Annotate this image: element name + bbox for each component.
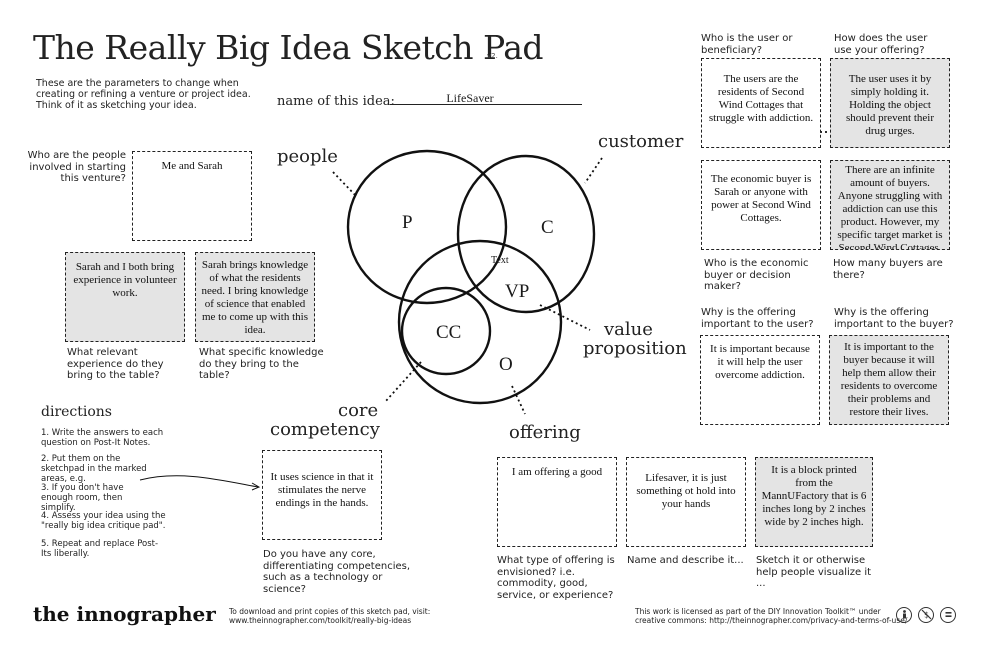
direction-item: 2. Put them on the sketchpad in the mark… [41, 454, 147, 484]
venn-c-label: C [541, 217, 554, 238]
direction-item: 1. Write the answers to each question on… [41, 428, 164, 448]
offering-leader-line [511, 385, 526, 415]
offering-name-question: Name and describe it... [627, 555, 744, 566]
attribution-icon [896, 607, 912, 623]
innographer-logo: the innographer [33, 602, 216, 626]
vp-leader-line [539, 304, 591, 331]
core-label-line1: core [338, 400, 379, 421]
customer-circle [456, 154, 596, 314]
direction-item: 3. If you don't have enough room, then s… [41, 483, 124, 513]
offering-sketch-question: Sketch it or otherwise help people visua… [756, 555, 872, 589]
buyer-count-note[interactable]: There are an infinite amount of buyers. … [830, 160, 950, 250]
buyer-question: Who is the economic buyer or decision ma… [704, 258, 809, 292]
vp-buyer-question: Why is the offering important to the buy… [834, 307, 954, 330]
idea-name-underline [390, 104, 582, 105]
directions-heading: directions [41, 404, 112, 420]
value-label-line1: value [604, 319, 653, 340]
vp-user-question: Why is the offering important to the use… [701, 307, 814, 330]
page-title: The Really Big Idea Sketch Pad [33, 28, 544, 67]
cc-leader-line [384, 361, 422, 403]
license-line-1: This work is licensed as part of the DIY… [635, 607, 881, 616]
intro-text: These are the parameters to change when … [36, 78, 251, 111]
direction-item: 5. Repeat and replace Post-Its liberally… [41, 539, 159, 559]
venn-p-label: P [402, 212, 413, 233]
version-label: v2. [487, 52, 498, 60]
value-label-line2: proposition [583, 338, 687, 359]
knowledge-question: What specific knowledge do they bring to… [199, 347, 324, 381]
venn-vp-label: VP [505, 281, 530, 302]
direction-item: 4. Assess your idea using the "really bi… [41, 511, 166, 531]
people-answer-note[interactable]: Me and Sarah [132, 151, 252, 241]
buyer-count-question: How many buyers are there? [833, 258, 943, 281]
experience-answer-note[interactable]: Sarah and I both bring experience in vol… [65, 252, 185, 342]
offering-type-note[interactable]: I am offering a good [497, 457, 617, 547]
venn-o-label: O [499, 354, 513, 375]
venn-text-marker: Text [491, 255, 509, 266]
buyer-answer-note[interactable]: The economic buyer is Sarah or anyone wi… [701, 160, 821, 250]
offering-type-question: What type of offering is envisioned? i.e… [497, 555, 615, 601]
download-link[interactable]: www.theinnographer.com/toolkit/really-bi… [229, 616, 412, 625]
idea-name-value[interactable]: LifeSaver [446, 91, 494, 105]
license-link[interactable]: creative commons: http://theinnographer.… [635, 616, 908, 625]
knowledge-answer-note[interactable]: Sarah brings knowledge of what the resid… [195, 252, 315, 342]
download-line-1: To download and print copies of this ske… [229, 607, 431, 616]
usage-answer-note[interactable]: The user uses it by simply holding it. H… [830, 58, 950, 148]
customer-label: customer [598, 131, 684, 152]
venn-cc-label: CC [436, 322, 462, 343]
offering-circle [397, 239, 563, 405]
experience-question: What relevant experience do they bring t… [67, 347, 164, 381]
noderivatives-icon [940, 607, 956, 623]
idea-name-label: name of this idea: [277, 94, 395, 109]
user-answer-note[interactable]: The users are the residents of Second Wi… [701, 58, 821, 148]
offering-name-note[interactable]: Lifesaver, it is just something ot hold … [626, 457, 746, 547]
core-competency-circle [400, 286, 492, 376]
noncommercial-icon: $ [918, 607, 934, 623]
offering-label: offering [509, 422, 581, 443]
vp-user-note[interactable]: It is important because it will help the… [700, 335, 820, 425]
people-leader-line [332, 171, 357, 197]
example-arrow [139, 475, 259, 488]
people-label: people [277, 146, 338, 167]
people-circle [346, 149, 508, 305]
vp-buyer-note[interactable]: It is important to the buyer because it … [829, 335, 949, 425]
customer-leader-line [584, 157, 603, 184]
core-label-line2: competency [270, 419, 380, 440]
offering-sketch-note[interactable]: It is a block printed from the MannUFact… [755, 457, 873, 547]
people-question: Who are the people involved in starting … [27, 150, 126, 184]
core-competency-question: Do you have any core, differentiating co… [263, 549, 411, 595]
user-question: Who is the user or beneficiary? [701, 33, 793, 56]
usage-question: How does the user use your offering? [834, 33, 928, 56]
core-competency-note[interactable]: It uses science in that it stimulates th… [262, 450, 382, 540]
